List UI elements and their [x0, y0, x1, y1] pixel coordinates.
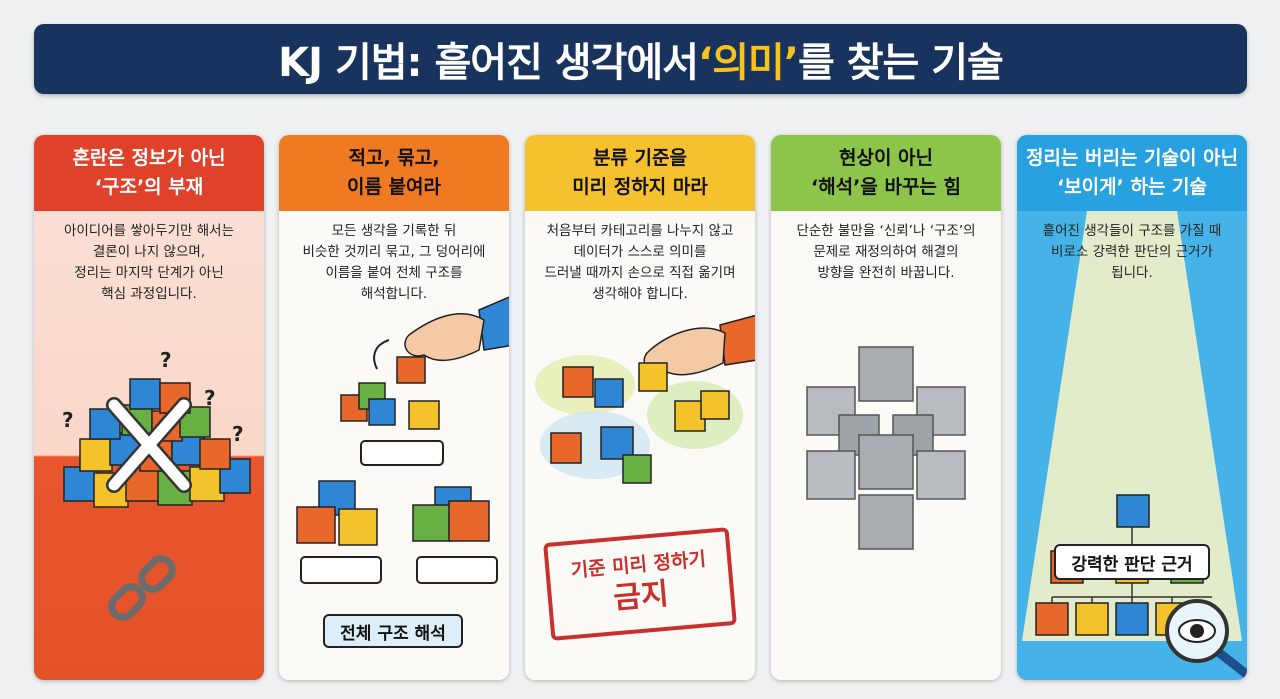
broken-chain-icon — [108, 555, 176, 621]
card-no-predefined-criteria: 분류 기준을 미리 정하지 마라 처음부터 카테고리를 나누지 않고 데이터가 … — [525, 135, 755, 680]
card-make-visible: 정리는 버리는 기술이 아닌 ‘보이게’ 하는 기술 — [1017, 135, 1247, 680]
description-line: 아이디어를 쌓아두기만 해서는 — [63, 223, 235, 239]
svg-text:?: ? — [62, 408, 74, 432]
card-heading-line1: 적고, 묶고, — [348, 147, 440, 169]
card-description: 아이디어를 쌓아두기만 해서는 결론이 나지 않으며, 정리는 마지막 단계가 … — [34, 211, 264, 305]
grouping-illustration — [296, 296, 509, 584]
card-header: 분류 기준을 미리 정하지 마라 — [525, 135, 755, 211]
cube-group-left — [296, 480, 378, 546]
cube-cluster — [340, 382, 440, 430]
title-suffix: 를 찾는 기술 — [798, 40, 1004, 86]
spotlight-beam — [1022, 211, 1242, 641]
stamp-line2: 금지 — [612, 576, 671, 617]
card-heading-line1: 정리는 버리는 기술이 아닌 — [1025, 147, 1239, 169]
card-header: 혼란은 정보가 아닌 ‘구조’의 부재 — [34, 135, 264, 211]
card-heading-line2: ‘보이게’ 하는 기술 — [1056, 176, 1208, 198]
description-line: 이름을 붙여 전체 구조를 — [325, 265, 463, 281]
description-line: 문제로 재정의하여 해결의 — [813, 244, 959, 260]
description-line: 핵심 과정입니다. — [101, 286, 197, 302]
card-header: 현상이 아닌 ‘해석’을 바꾸는 힘 — [771, 135, 1001, 211]
title-highlight: ‘의미’ — [698, 40, 799, 86]
description-line: 됩니다. — [1111, 265, 1153, 281]
cube — [396, 356, 426, 384]
empty-label-box — [300, 556, 382, 584]
description-line: 드러낼 때까지 손으로 직접 옮기며 — [544, 265, 736, 281]
card-heading-line2: 미리 정하지 마라 — [572, 176, 708, 198]
description-line: 흩어진 생각들이 구조를 가질 때 — [1042, 223, 1222, 239]
label-text: 강력한 판단 근거 — [1071, 554, 1193, 575]
description-line: 비로소 강력한 판단의 근거가 — [1051, 244, 1213, 260]
card-description: 단순한 불만을 ‘신뢰’나 ‘구조’의 문제로 재정의하여 해결의 방향을 완전… — [771, 211, 1001, 284]
description-line: 해석합니다. — [360, 286, 428, 302]
card-structure-absence: 혼란은 정보가 아닌 ‘구조’의 부재 아이디어를 쌓아두기만 해서는 결론이 … — [34, 135, 264, 680]
title-prefix: KJ 기법: 흩어진 생각에서 — [278, 40, 699, 86]
empty-label-box — [360, 440, 444, 466]
description-line: 데이터가 스스로 의미를 — [573, 244, 707, 260]
hand-icon — [404, 296, 509, 362]
judgment-basis-label: 강력한 판단 근거 — [1054, 544, 1210, 580]
card-heading-line2: ‘해석’을 바꾸는 힘 — [810, 176, 962, 198]
description-line: 방향을 완전히 바꿉니다. — [817, 265, 955, 281]
card-header: 적고, 묶고, 이름 붙여라 — [279, 135, 509, 211]
description-line: 생각해야 합니다. — [592, 286, 688, 302]
svg-text:?: ? — [204, 386, 216, 410]
empty-label-box — [416, 556, 498, 584]
question-mark-icon: ???? — [62, 348, 244, 446]
cube-group-right — [412, 486, 490, 542]
description-line: 비슷한 것끼리 묶고, 그 덩어리에 — [302, 244, 486, 260]
svg-text:?: ? — [160, 348, 172, 372]
arrow-icon — [373, 339, 390, 370]
gray-structure-illustration — [806, 346, 966, 550]
card-description: 처음부터 카테고리를 나누지 않고 데이터가 스스로 의미를 드러낼 때까지 손… — [525, 211, 755, 305]
card-heading-line2: 이름 붙여라 — [346, 176, 441, 198]
card-write-group-name: 적고, 묶고, 이름 붙여라 모든 생각을 기록한 뒤 비슷한 것끼리 묶고, … — [279, 135, 509, 680]
card-description: 흩어진 생각들이 구조를 가질 때 비로소 강력한 판단의 근거가 됩니다. — [1017, 211, 1247, 284]
page-title: KJ 기법: 흩어진 생각에서 ‘의미’를 찾는 기술 — [34, 24, 1247, 94]
description-line: 모든 생각을 기록한 뒤 — [331, 223, 457, 239]
scattered-cubes — [550, 362, 730, 484]
free-grouping-illustration — [535, 315, 755, 484]
gray-cube-structure — [806, 346, 966, 550]
svg-text:?: ? — [232, 422, 244, 446]
description-line: 처음부터 카테고리를 나누지 않고 — [546, 223, 734, 239]
magnifier-eye-icon — [1165, 599, 1247, 678]
card-reframing-power: 현상이 아닌 ‘해석’을 바꾸는 힘 단순한 불만을 ‘신뢰’나 ‘구조’의 문… — [771, 135, 1001, 680]
description-line: 정리는 마지막 단계가 아닌 — [74, 265, 224, 281]
card-heading-line1: 현상이 아닌 — [838, 147, 933, 169]
x-mark-icon — [106, 397, 192, 493]
description-line: 단순한 불만을 ‘신뢰’나 ‘구조’의 — [796, 223, 976, 239]
description-line: 결론이 나지 않으며, — [92, 244, 206, 260]
label-text: 전체 구조 해석 — [340, 623, 446, 644]
card-description: 모든 생각을 기록한 뒤 비슷한 것끼리 묶고, 그 덩어리에 이름을 붙여 전… — [279, 211, 509, 305]
prohibition-stamp: 기준 미리 정하기 금지 — [543, 527, 737, 641]
card-heading-line1: 분류 기준을 — [592, 147, 687, 169]
whole-structure-label: 전체 구조 해석 — [323, 614, 463, 648]
cube-pile-illustration: ???? — [62, 348, 251, 621]
card-header: 정리는 버리는 기술이 아닌 ‘보이게’ 하는 기술 — [1017, 135, 1247, 211]
card-heading-line2: ‘구조’의 부재 — [94, 176, 204, 198]
card-heading-line1: 혼란은 정보가 아닌 — [72, 147, 226, 169]
